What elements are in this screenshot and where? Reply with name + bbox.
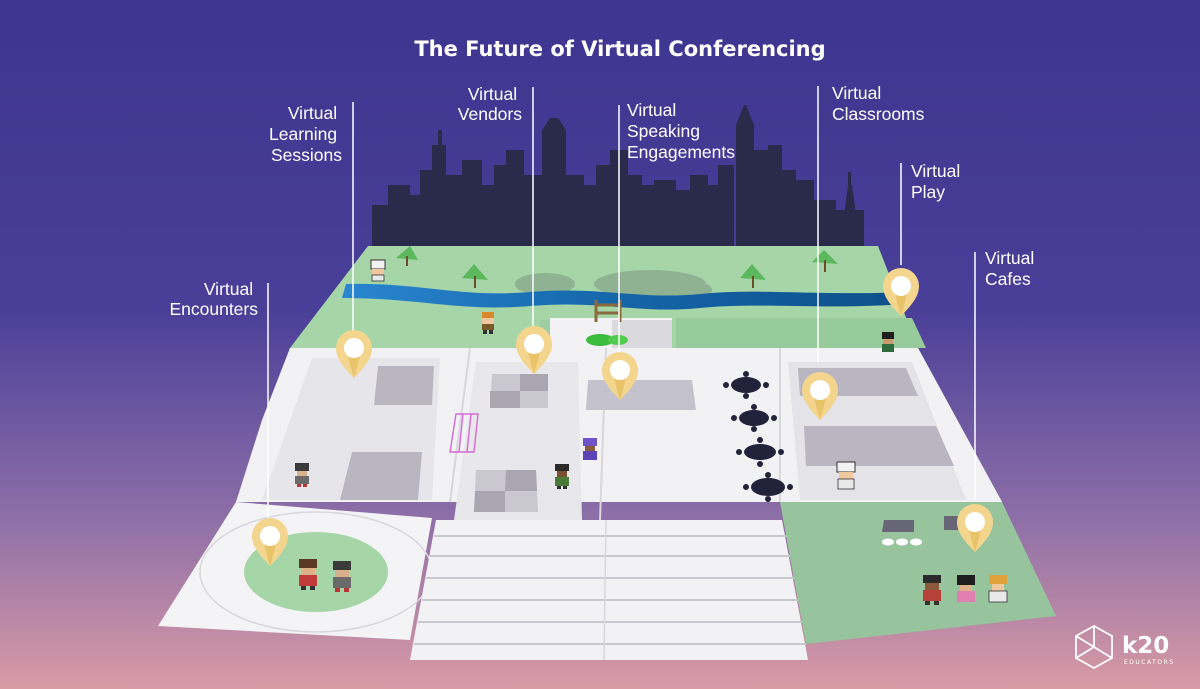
callout-lines <box>267 86 976 520</box>
avatar <box>988 575 1008 603</box>
logo-name: k20 <box>1122 633 1169 659</box>
label-vendors: Virtual Vendors <box>458 84 522 124</box>
avatar <box>333 561 351 592</box>
avatar <box>299 559 317 590</box>
label-encounters: Virtual Encounters <box>169 279 258 319</box>
river <box>342 283 906 310</box>
city-skyline <box>372 105 864 260</box>
avatar <box>957 575 975 602</box>
stairs <box>410 519 808 661</box>
k20-logo: k20 EDUCATORS <box>1075 624 1175 670</box>
bridge <box>594 300 622 322</box>
avatar <box>836 461 856 490</box>
label-learning-sessions: Virtual Learning Sessions <box>269 103 342 165</box>
label-speaking-engagements: Virtual Speaking Engagements <box>627 100 735 162</box>
label-cafes: Virtual Cafes <box>985 248 1039 289</box>
avatar <box>555 464 569 489</box>
avatar <box>295 463 309 487</box>
speaking-stage <box>586 380 696 410</box>
avatar <box>583 438 597 460</box>
cafe-tables-dark <box>723 371 793 502</box>
avatar <box>923 575 941 605</box>
bench <box>449 413 479 453</box>
avatar <box>482 312 494 334</box>
page-title: The Future of Virtual Conferencing <box>414 37 825 61</box>
logo-subtitle: EDUCATORS <box>1124 659 1175 666</box>
avatar <box>370 259 386 282</box>
label-play: Virtual Play <box>911 161 965 202</box>
avatar <box>882 332 894 352</box>
hexagon-logo-icon <box>1075 624 1113 670</box>
label-classrooms: Virtual Classrooms <box>832 83 925 124</box>
trees <box>396 246 838 288</box>
